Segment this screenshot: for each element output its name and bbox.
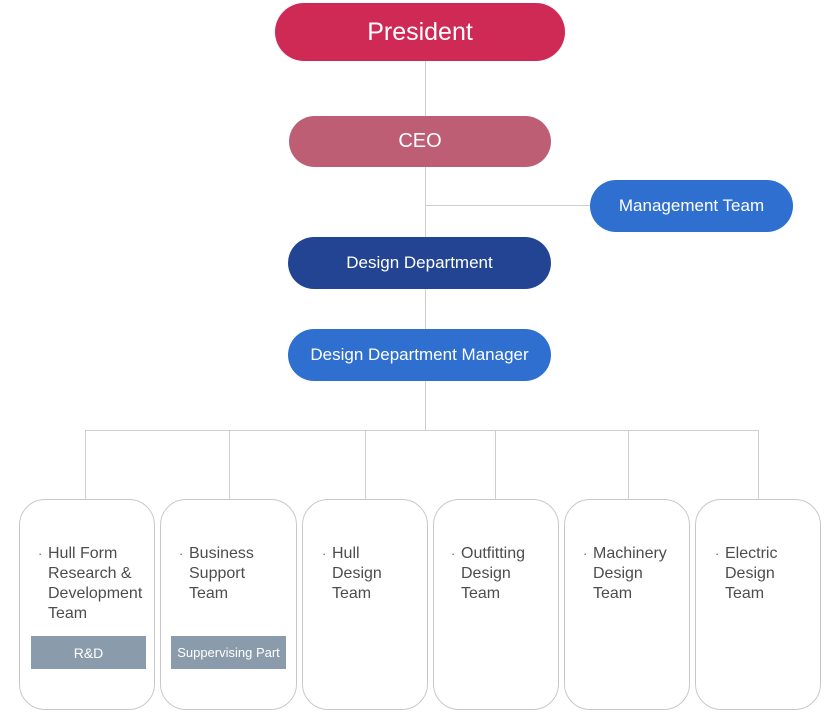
team-name: · Hull Form Research & Development Team [38,544,143,624]
team-name: · Business Support Team [179,544,254,604]
connector-team-bus [85,430,759,431]
team-box-outfitting-design: · Outfitting Design Team [433,499,559,710]
president-node: President [275,3,565,61]
connector-management-branch [425,205,595,206]
team-tag-rnd: R&D [31,636,146,669]
connector-team-5 [628,430,629,500]
president-label: President [367,17,473,46]
connector-team-4 [495,430,496,500]
design-department-manager-label: Design Department Manager [310,345,529,364]
connector-team-2 [229,430,230,500]
ceo-label: CEO [398,130,442,152]
connector-team-6 [758,430,759,500]
team-box-hull-form-rnd: · Hull Form Research & Development Team … [19,499,155,710]
ceo-node: CEO [289,116,551,167]
team-label: Hull Design Team [332,545,382,602]
design-department-manager-node: Design Department Manager [288,329,551,381]
team-name: · Electric Design Team [715,544,778,604]
bullet-icon: · [451,546,456,561]
bullet-icon: · [38,546,43,561]
design-department-label: Design Department [346,253,493,272]
team-label: Electric Design Team [725,545,778,602]
team-tag-supervising-part: Suppervising Part [171,636,286,669]
team-name: · Machinery Design Team [583,544,667,604]
team-label: Hull Form Research & Development Team [48,545,143,622]
bullet-icon: · [715,546,720,561]
design-department-node: Design Department [288,237,551,289]
team-box-machinery-design: · Machinery Design Team [564,499,690,710]
connector-team-1 [85,430,86,500]
team-label: Outfitting Design Team [461,545,526,602]
management-team-node: Management Team [590,180,793,232]
bullet-icon: · [583,546,588,561]
team-box-hull-design: · Hull Design Team [302,499,428,710]
team-box-business-support: · Business Support Team Suppervising Par… [160,499,297,710]
team-box-electric-design: · Electric Design Team [695,499,821,710]
team-label: Business Support Team [189,545,254,602]
bullet-icon: · [179,546,184,561]
team-name: · Hull Design Team [322,544,382,604]
team-label: Machinery Design Team [593,545,667,602]
connector-team-3 [365,430,366,500]
management-team-label: Management Team [618,196,765,215]
bullet-icon: · [322,546,327,561]
team-name: · Outfitting Design Team [451,544,526,604]
